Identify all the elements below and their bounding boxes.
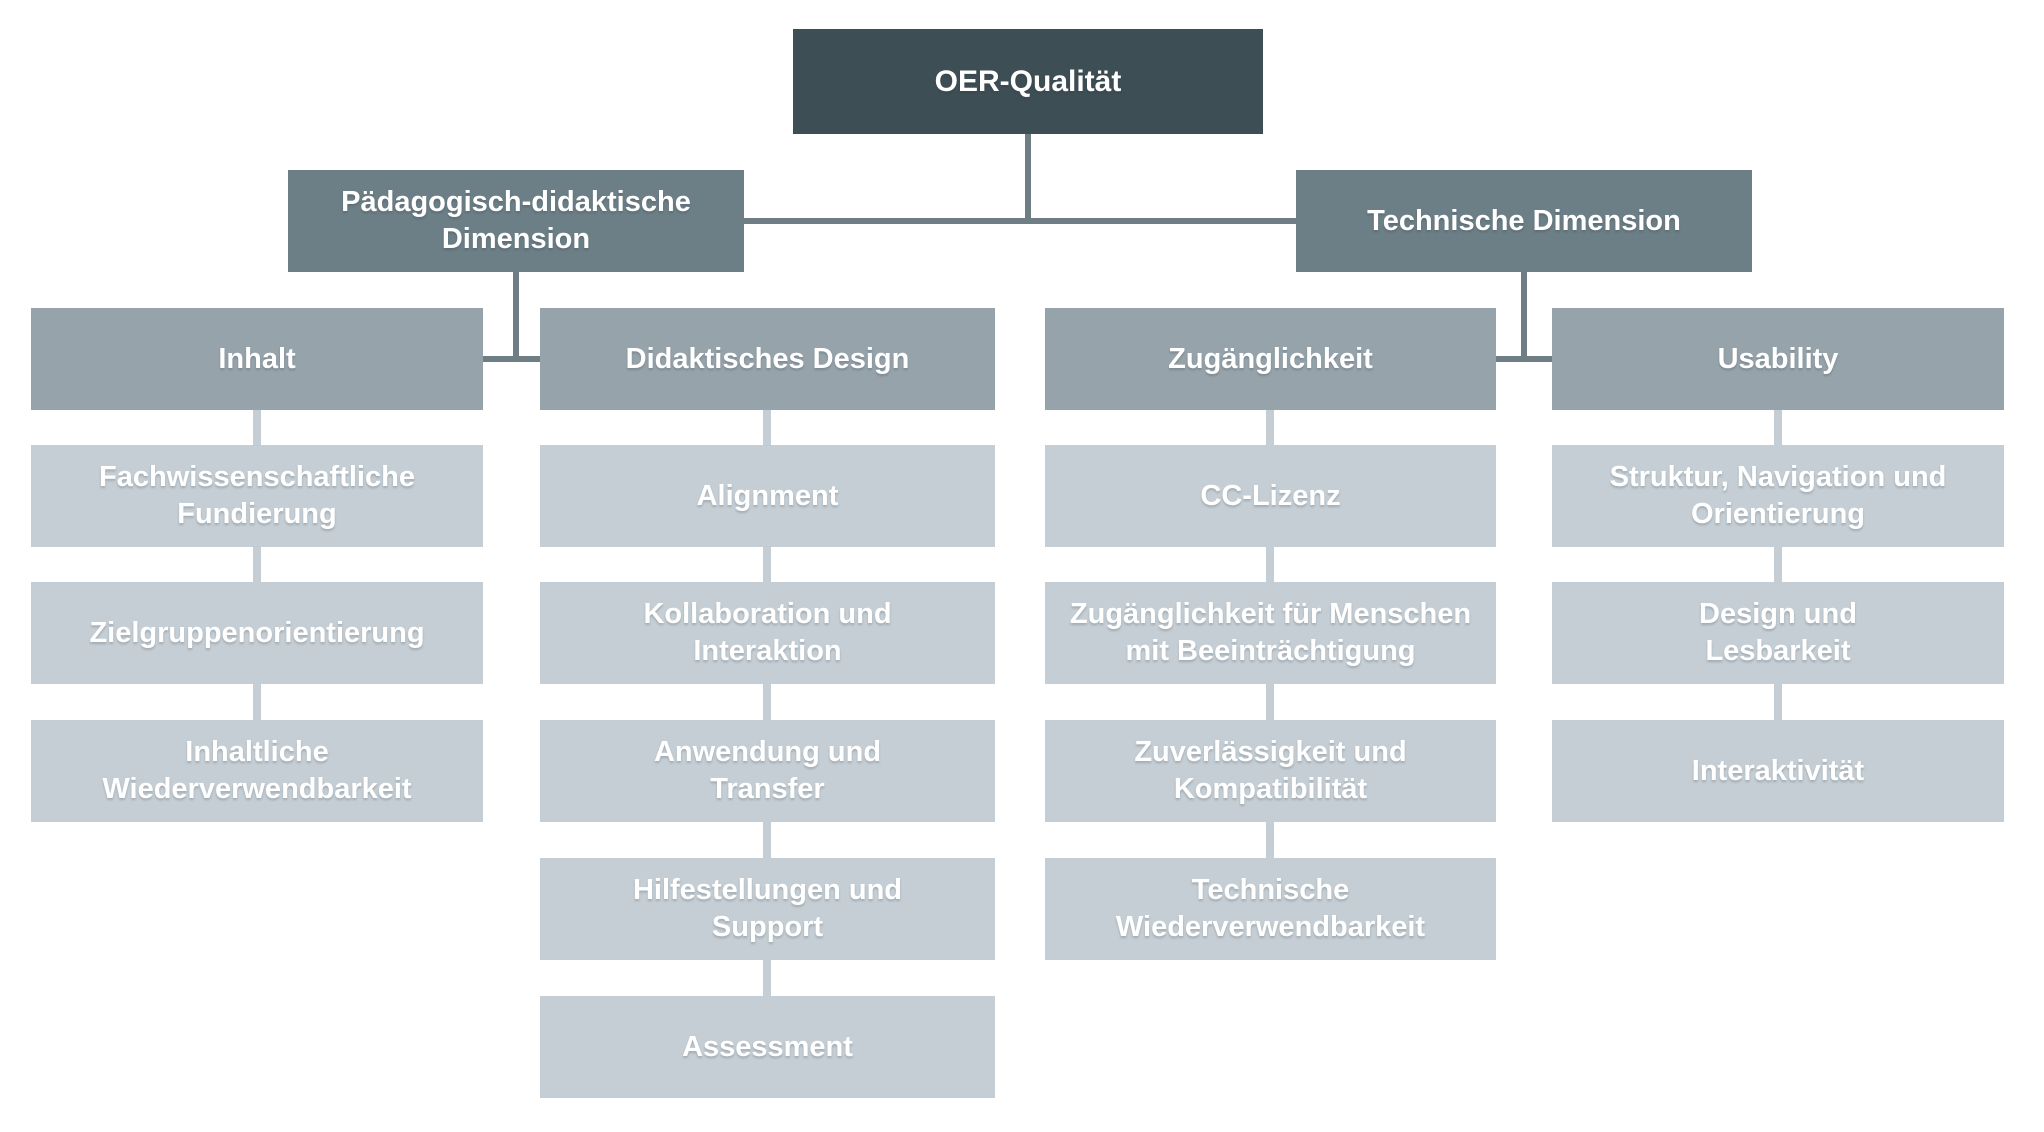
node-label: Didaktisches Design [625,342,910,375]
node-label: Fachwissenschaftliche Fundierung [99,461,415,530]
node-didaktisches-design: Didaktisches Design [540,308,995,410]
node-oer-qualitaet: OER-Qualität [793,29,1263,134]
node-assessment: Assessment [540,996,995,1098]
connector-root-vertical [1025,134,1031,224]
connector-line [763,822,771,858]
node-label: Interaktivität [1691,754,1865,787]
node-usability: Usability [1552,308,2004,410]
connector-dim0-vertical [513,272,519,362]
node-label: Struktur, Navigation und Orientierung [1609,461,1947,530]
connector-line [763,960,771,996]
connector-line [1774,410,1782,445]
connector-dim0-spur [483,356,540,362]
connector-line [1266,547,1274,582]
node-design-und-lesbarkeit: Design und Lesbarkeit [1552,582,2004,684]
node-label: Inhaltliche Wiederverwendbarkeit [102,736,412,805]
node-anwendung-und-transfer: Anwendung und Transfer [540,720,995,822]
node-cc-lizenz: CC-Lizenz [1045,445,1496,547]
node-zielgruppenorientierung: Zielgruppenorientierung [31,582,483,684]
connector-line [1774,547,1782,582]
node-inhalt: Inhalt [31,308,483,410]
node-label: Zugänglichkeit [1168,342,1373,375]
node-interaktivitaet: Interaktivität [1552,720,2004,822]
connector-line [1266,410,1274,445]
connector-line [253,547,261,582]
node-kollaboration-und-interaktion: Kollaboration und Interaktion [540,582,995,684]
node-inhaltliche-wiederverwendbarkeit: Inhaltliche Wiederverwendbarkeit [31,720,483,822]
node-label: Anwendung und Transfer [653,736,882,805]
node-label: Hilfestellungen und Support [632,874,903,943]
node-fachwissenschaftliche-fundierung: Fachwissenschaftliche Fundierung [31,445,483,547]
node-label: Assessment [682,1030,853,1063]
connector-dim1-spur [1496,356,1552,362]
connector-dimensions-horizontal [744,218,1296,224]
connector-line [253,410,261,445]
connector-line [763,410,771,445]
connector-dim1-vertical [1521,272,1527,362]
node-label: Inhalt [218,342,296,375]
node-zuverlaessigkeit-und-kompatibilitaet: Zuverlässigkeit und Kompatibilität [1045,720,1496,822]
node-label: Alignment [696,479,839,512]
node-label: Technische Dimension [1367,204,1681,237]
node-technische-dimension: Technische Dimension [1296,170,1752,272]
node-paedagogisch-didaktische-dimension: Pädagogisch-didaktische Dimension [288,170,744,272]
node-alignment: Alignment [540,445,995,547]
node-label: Kollaboration und Interaktion [643,598,892,667]
node-label: Zuverlässigkeit und Kompatibilität [1134,736,1407,805]
node-label: OER-Qualität [934,65,1122,98]
node-hilfestellungen-und-support: Hilfestellungen und Support [540,858,995,960]
node-label: Usability [1717,342,1839,375]
node-zugaenglichkeit-fuer-menschen: Zugänglichkeit für Menschen mit Beeinträ… [1045,582,1496,684]
node-zugaenglichkeit: Zugänglichkeit [1045,308,1496,410]
connector-line [253,684,261,720]
node-struktur-navigation-orientierung: Struktur, Navigation und Orientierung [1552,445,2004,547]
connector-line [1266,822,1274,858]
connector-line [763,684,771,720]
node-label: Design und Lesbarkeit [1699,598,1857,667]
node-label: Zugänglichkeit für Menschen mit Beeinträ… [1069,598,1472,667]
node-technische-wiederverwendbarkeit: Technische Wiederverwendbarkeit [1045,858,1496,960]
connector-line [1774,684,1782,720]
connector-line [763,547,771,582]
node-label: Technische Wiederverwendbarkeit [1115,874,1426,943]
node-label: Pädagogisch-didaktische Dimension [341,186,691,255]
node-label: Zielgruppenorientierung [89,616,425,649]
connector-line [1266,684,1274,720]
node-label: CC-Lizenz [1200,479,1341,512]
